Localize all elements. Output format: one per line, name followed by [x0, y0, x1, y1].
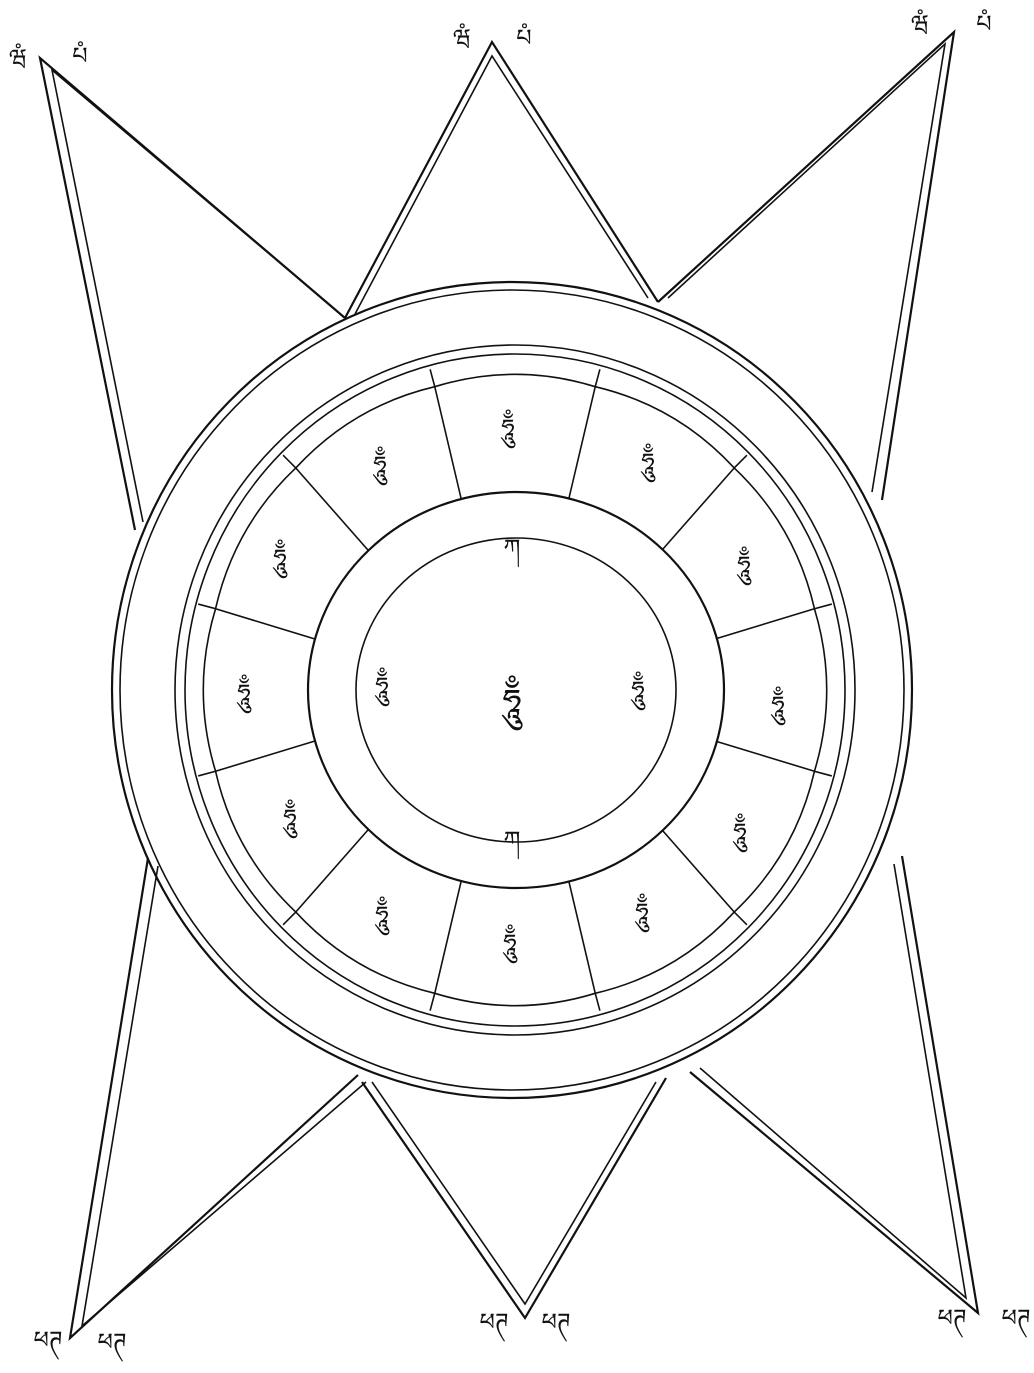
- tip-syllables-bottom: ཕཊ ཕཊ ཕཊ ཕཊ ཕཊ ཕཊ: [33, 1304, 1030, 1362]
- petal-syllable: ཧཱུྃ: [736, 546, 752, 586]
- petal-divider: [569, 387, 595, 499]
- tip-syllable: པཾ: [72, 41, 87, 70]
- petal-edge: [198, 604, 215, 771]
- tip-syllable: ཕཊ: [541, 1308, 570, 1342]
- petal-edge: [595, 387, 747, 468]
- tip-syllables-top: ཝཾ པཾ ཝཾ པཾ ཝཾ པཾ: [9, 9, 992, 72]
- petal-syllable: ཧཱུྃ: [272, 539, 288, 579]
- triangle-bottom-right: [690, 856, 978, 1313]
- petal-edge: [814, 609, 831, 776]
- petal-divider: [716, 609, 815, 639]
- petal-edge: [734, 771, 814, 924]
- petal-divider: [716, 741, 815, 771]
- petal-divider: [662, 830, 734, 912]
- tip-syllable: ཕཊ: [937, 1304, 966, 1338]
- petal-divider: [435, 881, 461, 993]
- petal-divider: [569, 881, 595, 993]
- tip-syllable: ཕཊ: [33, 1326, 62, 1360]
- inner-syllable-bottom: ཀ: [504, 826, 521, 860]
- triangle-bottom-center: [362, 1078, 666, 1318]
- petal-syllable: ཧཱུྃ: [640, 443, 656, 483]
- petal-edge: [216, 455, 296, 608]
- petal-syllable: ཧཱུྃ: [770, 686, 786, 726]
- tip-syllable: པཾ: [516, 23, 531, 52]
- petal-edge: [435, 369, 600, 386]
- triangle-bottom-left: [70, 858, 366, 1338]
- petal-syllable: ཧཱུྃ: [282, 799, 298, 839]
- petal-divider: [662, 468, 734, 550]
- inner-syllable-top: ཀ: [504, 534, 521, 568]
- petal-divider: [296, 830, 368, 912]
- center-syllable: ཧཱུྃ: [501, 675, 523, 731]
- petal-syllable: ཧཱུྃ: [502, 924, 518, 964]
- tip-syllable: ཝཾ: [453, 23, 471, 52]
- triangle-top-center: [345, 42, 658, 318]
- inner-syllable-left: ཧཱུྃ: [374, 667, 390, 707]
- tip-syllable: ཝཾ: [9, 43, 27, 72]
- petal-divider: [296, 468, 368, 550]
- petal-syllable: ཧཱུྃ: [374, 896, 390, 936]
- petal-syllable: ཧཱུྃ: [236, 674, 252, 714]
- tip-syllable: ཝཾ: [911, 9, 929, 38]
- petal-edge: [595, 912, 734, 1011]
- petal-divider: [216, 741, 315, 771]
- petal-divider: [216, 609, 315, 639]
- tip-syllable: པཾ: [976, 9, 991, 38]
- tip-syllable: ཕཊ: [479, 1308, 508, 1342]
- petal-syllable: ཧཱུྃ: [372, 446, 388, 486]
- petal-edge: [430, 993, 595, 1010]
- petal-edge: [734, 468, 832, 609]
- petal-edge: [283, 912, 435, 993]
- petal-syllable: ཧཱུྃ: [500, 409, 516, 449]
- petal-syllable: ཧཱུྃ: [732, 813, 748, 853]
- triangle-top-right: [658, 32, 954, 500]
- tip-syllable: ཕཊ: [97, 1328, 126, 1362]
- tip-syllable: ཕཊ: [1001, 1304, 1030, 1338]
- petal-edge: [198, 771, 296, 912]
- petal-syllable: ཧཱུྃ: [634, 893, 650, 933]
- petal-edge: [296, 369, 435, 468]
- inner-syllable-right: ཧཱུྃ: [630, 671, 646, 711]
- petal-divider: [435, 387, 461, 499]
